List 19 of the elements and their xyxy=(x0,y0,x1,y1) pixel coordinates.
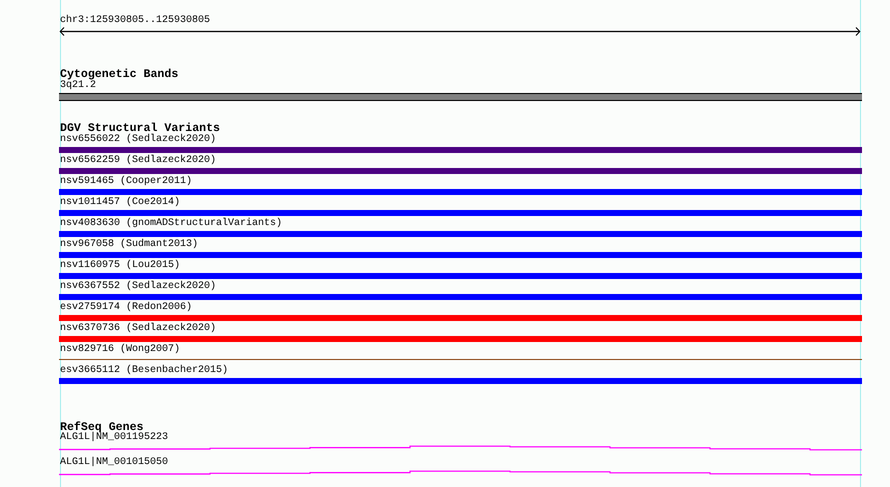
feature-label: nsv1160975 (Lou2015) xyxy=(60,260,180,272)
feature-label: nsv6367552 (Sedlazeck2020) xyxy=(60,281,216,293)
feature-label: nsv1011457 (Coe2014) xyxy=(60,197,180,209)
feature-label: nsv4083630 (gnomADStructuralVariants) xyxy=(60,218,282,230)
feature-label: nsv829716 (Wong2007) xyxy=(60,344,180,356)
feature-label: esv3665112 (Besenbacher2015) xyxy=(60,365,228,377)
feature-label: 3q21.2 xyxy=(60,80,96,92)
feature-label: nsv591465 (Cooper2011) xyxy=(60,176,192,188)
feature-label: esv2759174 (Redon2006) xyxy=(60,302,192,314)
feature-label: nsv6370736 (Sedlazeck2020) xyxy=(60,323,216,335)
feature-label: nsv967058 (Sudmant2013) xyxy=(60,239,198,251)
feature-label: ALG1L|NM_001195223 xyxy=(60,432,168,444)
location-label: chr3:125930805..125930805 xyxy=(60,15,210,27)
track-heading: Cytogenetic Bands xyxy=(60,68,178,80)
feature-label: ALG1L|NM_001015050 xyxy=(60,457,168,469)
feature-label: nsv6556022 (Sedlazeck2020) xyxy=(60,134,216,146)
feature-label: nsv6562259 (Sedlazeck2020) xyxy=(60,155,216,167)
track-heading: RefSeq Genes xyxy=(60,420,144,434)
track-heading: DGV Structural Variants xyxy=(60,122,220,134)
